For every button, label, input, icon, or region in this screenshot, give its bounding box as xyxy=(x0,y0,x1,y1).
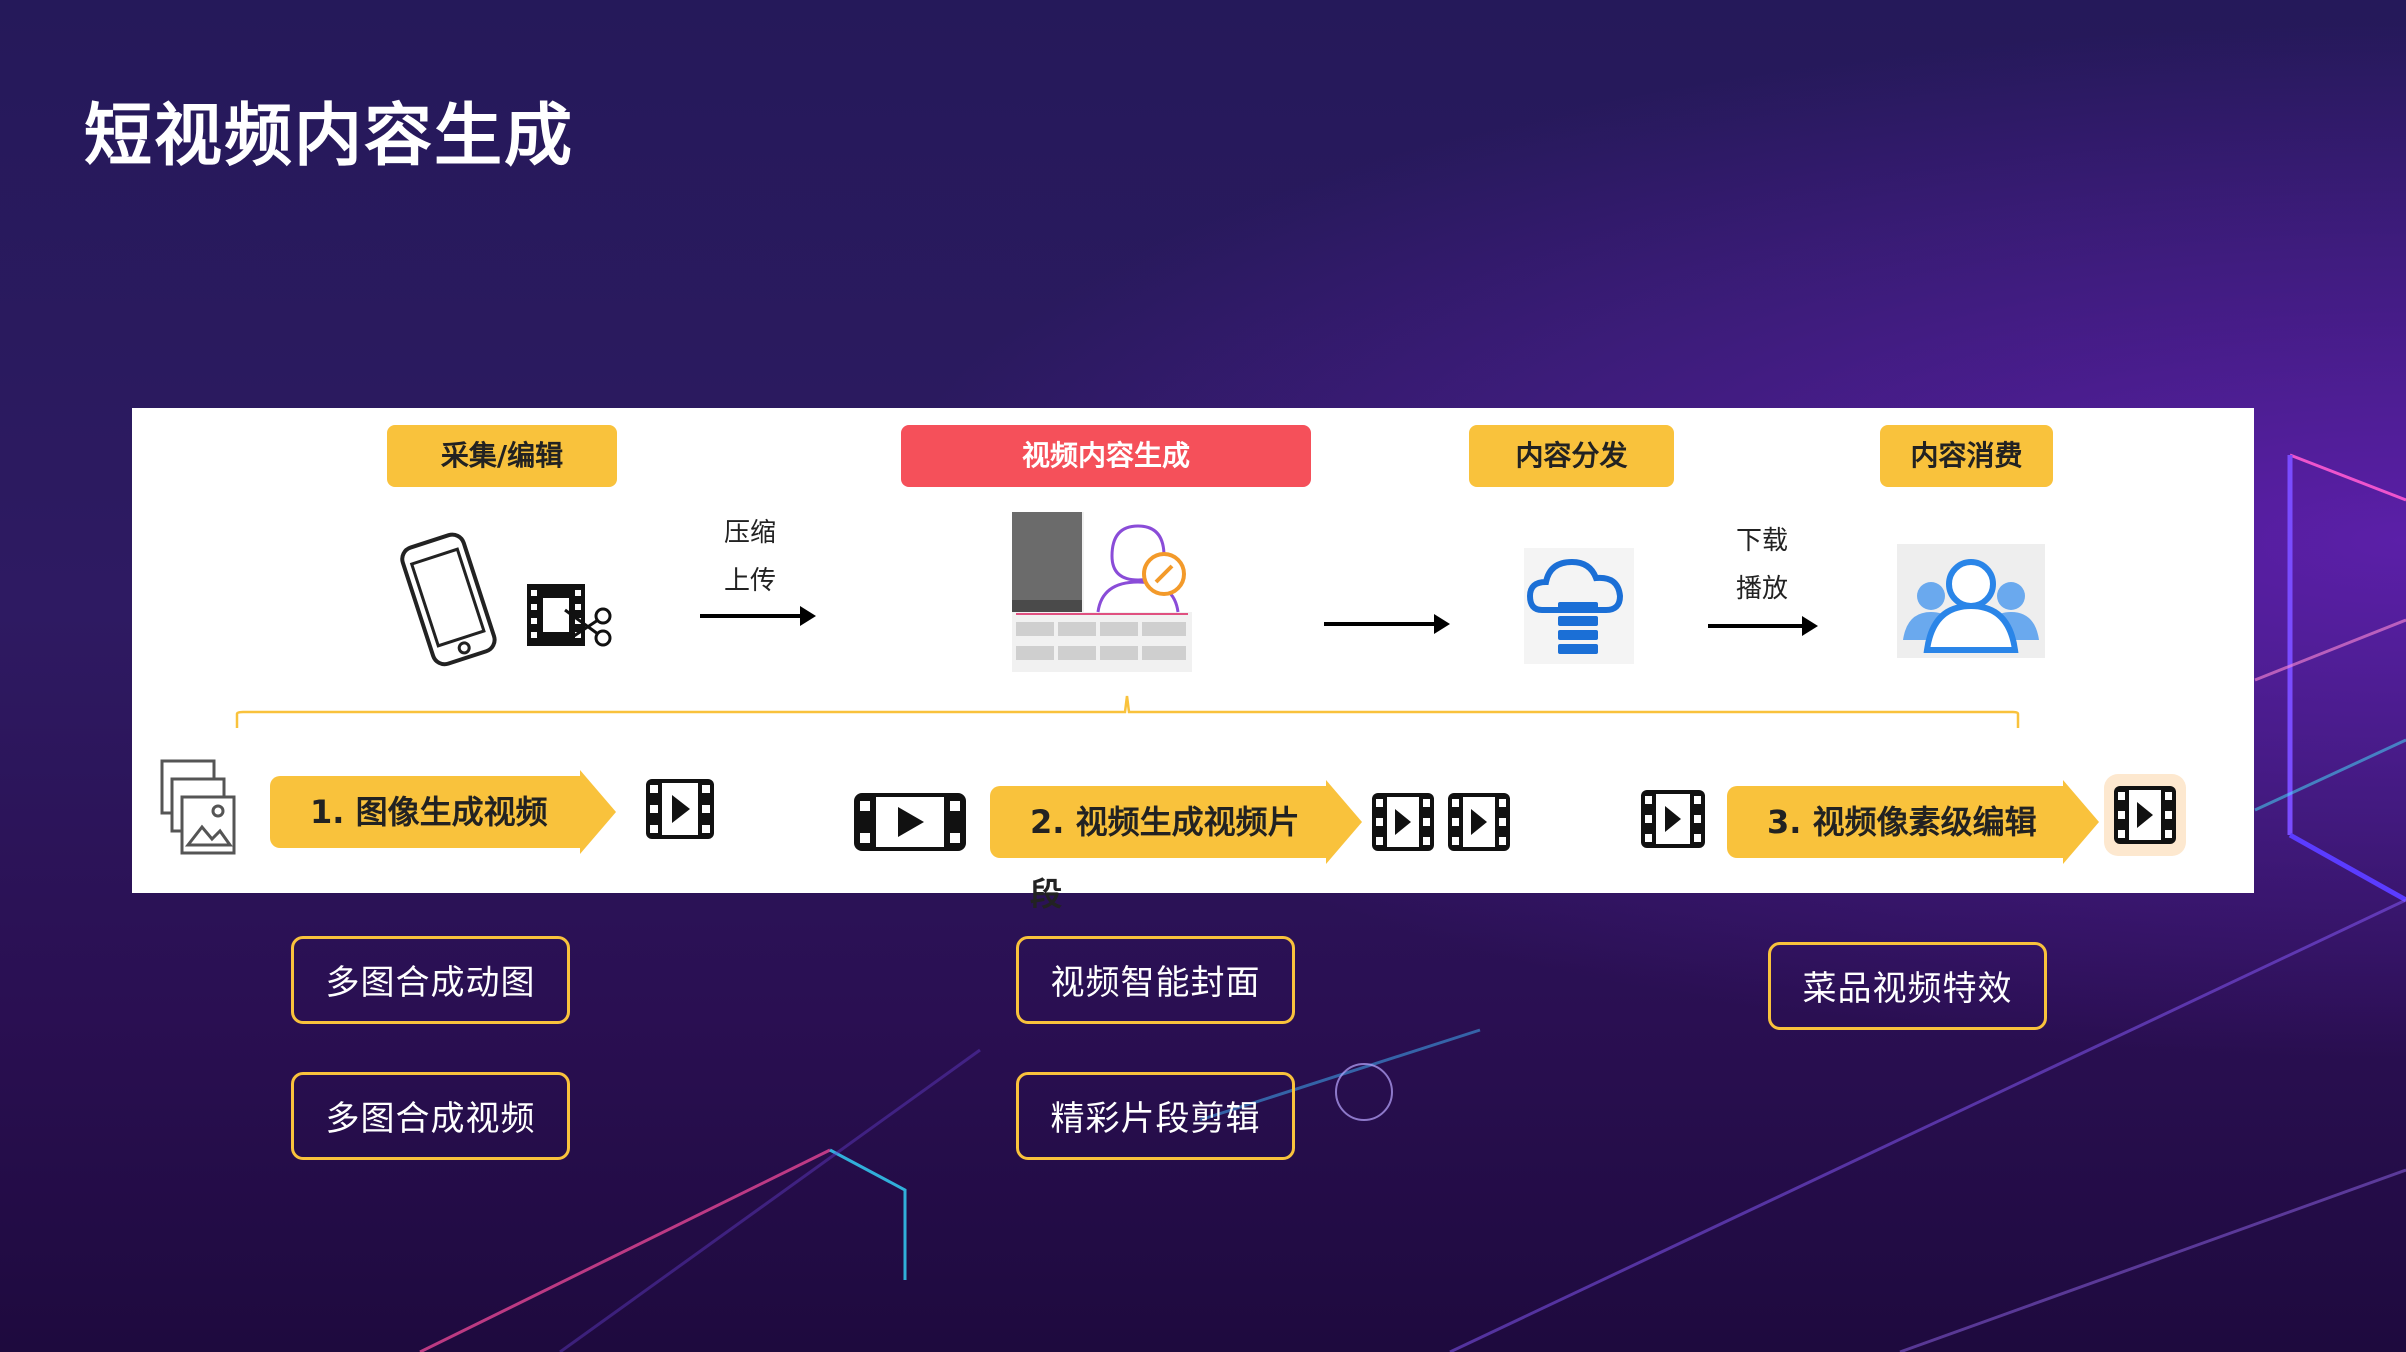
video-clip-icon xyxy=(646,779,714,839)
download-label-line1: 下载 xyxy=(1735,526,1788,556)
video-clip-icon xyxy=(1372,793,1434,851)
download-label-line2: 播放 xyxy=(1735,574,1788,604)
upload-arrow xyxy=(700,606,816,626)
feature-multi-image-gif: 多图合成动图 xyxy=(291,936,570,1024)
distribute-arrow xyxy=(1324,614,1450,634)
stage-label-consumption: 内容消费 xyxy=(1880,425,2053,487)
upload-label-line1: 压缩 xyxy=(723,518,776,548)
users-icon xyxy=(1897,544,2045,658)
upload-label-line2: 上传 xyxy=(723,566,776,596)
step-2-banner: 2. 视频生成视频片段 xyxy=(990,780,1362,913)
slide-title: 短视频内容生成 xyxy=(84,97,575,176)
video-clip-glow-icon xyxy=(2104,774,2186,856)
feature-dish-video-effects: 菜品视频特效 xyxy=(1768,942,2047,1030)
step-3-banner: 3. 视频像素级编辑 xyxy=(1727,780,2099,864)
image-stack-icon xyxy=(160,759,236,855)
film-edit-icon xyxy=(527,584,612,647)
step-3-label: 3. 视频像素级编辑 xyxy=(1767,803,2037,841)
stage-label-generation: 视频内容生成 xyxy=(901,425,1311,487)
step-1-label: 1. 图像生成视频 xyxy=(310,793,548,831)
download-arrow xyxy=(1708,616,1818,636)
step-1-banner: 1. 图像生成视频 xyxy=(270,770,616,854)
stage-label-capture: 采集/编辑 xyxy=(387,425,617,487)
video-clip-icon xyxy=(1448,793,1510,851)
video-long-icon xyxy=(854,793,966,851)
bracket-line xyxy=(235,695,2020,728)
step-2-label: 2. 视频生成视频片段 xyxy=(1030,803,1300,913)
feature-smart-cover: 视频智能封面 xyxy=(1016,936,1295,1024)
video-editor-icon xyxy=(1012,512,1192,672)
phone-icon xyxy=(400,532,497,667)
feature-multi-image-video: 多图合成视频 xyxy=(291,1072,570,1160)
cloud-database-icon xyxy=(1524,548,1634,664)
feature-highlight-clip: 精彩片段剪辑 xyxy=(1016,1072,1295,1160)
stage-label-distribution: 内容分发 xyxy=(1469,425,1674,487)
video-clip-icon xyxy=(1641,790,1705,848)
